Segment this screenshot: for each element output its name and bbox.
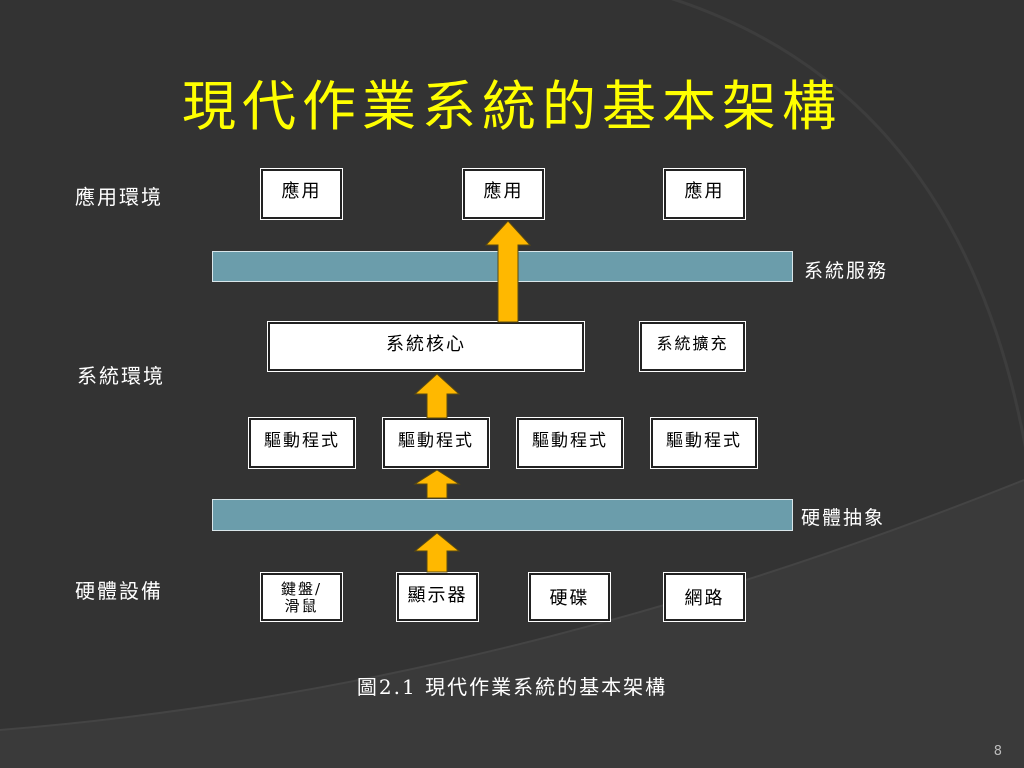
driver-box-3: 驅動程式: [517, 418, 623, 468]
slide-title: 現代作業系統的基本架構: [182, 75, 842, 138]
driver-box-2: 驅動程式: [383, 418, 489, 468]
driver-box-4: 驅動程式: [651, 418, 757, 468]
label-system-services: 系統服務: [804, 260, 889, 282]
arrow-driver-to-kernel: [413, 373, 461, 419]
monitor-box: 顯示器: [397, 573, 478, 621]
disk-box: 硬碟: [529, 573, 610, 621]
keyboard-mouse-line2: 滑鼠: [284, 597, 319, 615]
keyboard-mouse-line1: 鍵盤/: [280, 580, 323, 598]
hardware-abstraction-bar: [212, 499, 793, 531]
page-number: 8: [993, 744, 1002, 759]
figure-caption: 圖2.1 現代作業系統的基本架構: [356, 675, 668, 699]
app-box-3: 應用: [664, 169, 745, 219]
label-app-environment: 應用環境: [75, 185, 163, 209]
app-box-1: 應用: [261, 169, 342, 219]
app-box-2: 應用: [463, 169, 544, 219]
arrow-kernel-to-app: [484, 220, 532, 323]
label-hardware-abstraction: 硬體抽象: [801, 507, 886, 529]
driver-box-1: 驅動程式: [249, 418, 355, 468]
kernel-box: 系統核心: [268, 322, 584, 371]
arrow-abstraction-to-driver: [413, 469, 461, 499]
arrow-device-to-abstraction: [413, 532, 461, 573]
system-extension-box: 系統擴充: [640, 322, 745, 371]
keyboard-mouse-box: 鍵盤/ 滑鼠: [261, 573, 342, 621]
label-system-environment: 系統環境: [77, 364, 165, 388]
label-hardware-devices: 硬體設備: [75, 579, 163, 603]
network-box: 網路: [664, 573, 745, 621]
